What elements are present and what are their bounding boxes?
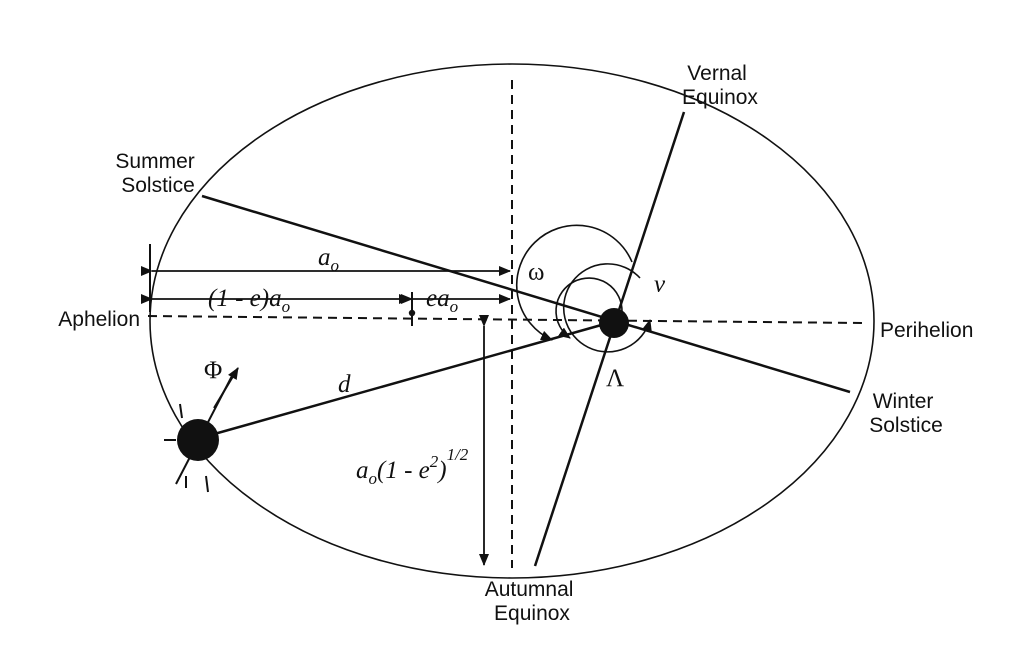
orbit-ellipse xyxy=(149,63,875,579)
major-axis xyxy=(147,315,863,324)
d-symbol: d xyxy=(338,371,351,398)
perihelion-label: Perihelion xyxy=(880,319,973,342)
phi-symbol: Φ xyxy=(204,357,222,384)
aphelion-label: Aphelion xyxy=(58,308,140,331)
sun xyxy=(599,308,629,338)
summer-solstice-label: Summer Solstice xyxy=(115,150,200,197)
vernal-equinox-label: Vernal Equinox xyxy=(682,62,758,109)
winter-solstice-label: Winter Solstice xyxy=(869,390,943,437)
a-o-label: ao xyxy=(318,244,339,275)
nu-symbol: ν xyxy=(654,271,666,298)
autumnal-equinox-label: Autumnal Equinox xyxy=(485,578,580,625)
omega-symbol: ω xyxy=(528,259,544,286)
nu-arc xyxy=(555,277,623,339)
one-minus-e-label: (1 - e)ao xyxy=(208,285,290,316)
solstice-line xyxy=(201,194,851,394)
lambda-symbol: Λ xyxy=(606,365,624,392)
distance-line xyxy=(199,320,613,440)
minor-axis-label: ao(1 - e2)1/2 xyxy=(356,445,469,488)
center-dot xyxy=(408,309,416,317)
e-a-o-label: eao xyxy=(426,285,458,316)
phi-arrow xyxy=(213,367,239,409)
lambda-arc xyxy=(562,263,652,353)
omega-arc xyxy=(515,224,633,341)
equinox-line xyxy=(533,111,686,567)
